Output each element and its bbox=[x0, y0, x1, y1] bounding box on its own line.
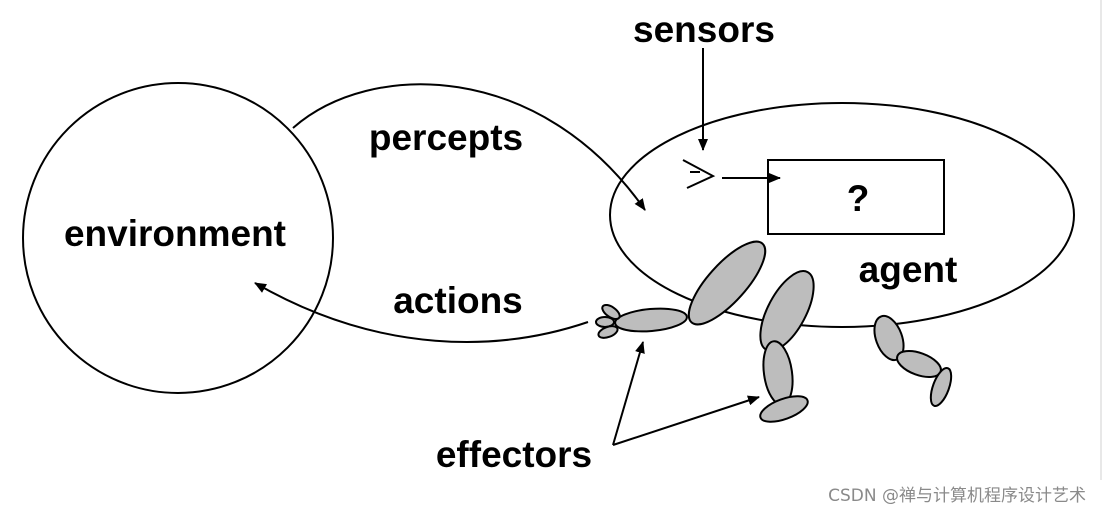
question-mark-label: ? bbox=[847, 178, 870, 219]
eye-icon bbox=[682, 159, 716, 189]
environment-circle bbox=[22, 82, 334, 394]
effectors-arrow-to-leg bbox=[612, 395, 760, 446]
question-box bbox=[767, 159, 945, 235]
effectors-arrow-to-arm bbox=[612, 341, 645, 446]
actions-arrow bbox=[254, 282, 589, 343]
front-thigh-limb bbox=[759, 270, 815, 352]
actions-label: actions bbox=[393, 280, 523, 321]
effectors-label: effectors bbox=[436, 434, 592, 475]
effector-limbs bbox=[595, 240, 953, 423]
percepts-label: percepts bbox=[369, 117, 523, 158]
watermark-text: CSDN @禅与计算机程序设计艺术 bbox=[828, 486, 1086, 506]
arm-upper-limb bbox=[687, 240, 767, 326]
agent-ellipse bbox=[609, 102, 1075, 328]
finger-limb-3 bbox=[597, 325, 619, 339]
front-foot-limb bbox=[759, 395, 809, 423]
sensors-label: sensors bbox=[633, 9, 775, 50]
back-foot-limb bbox=[929, 367, 953, 407]
arm-lower-limb bbox=[614, 307, 688, 333]
environment-label: environment bbox=[64, 213, 286, 254]
percepts-arrow bbox=[292, 83, 646, 211]
finger-limb-1 bbox=[601, 303, 621, 321]
agent-label: agent bbox=[859, 249, 958, 290]
